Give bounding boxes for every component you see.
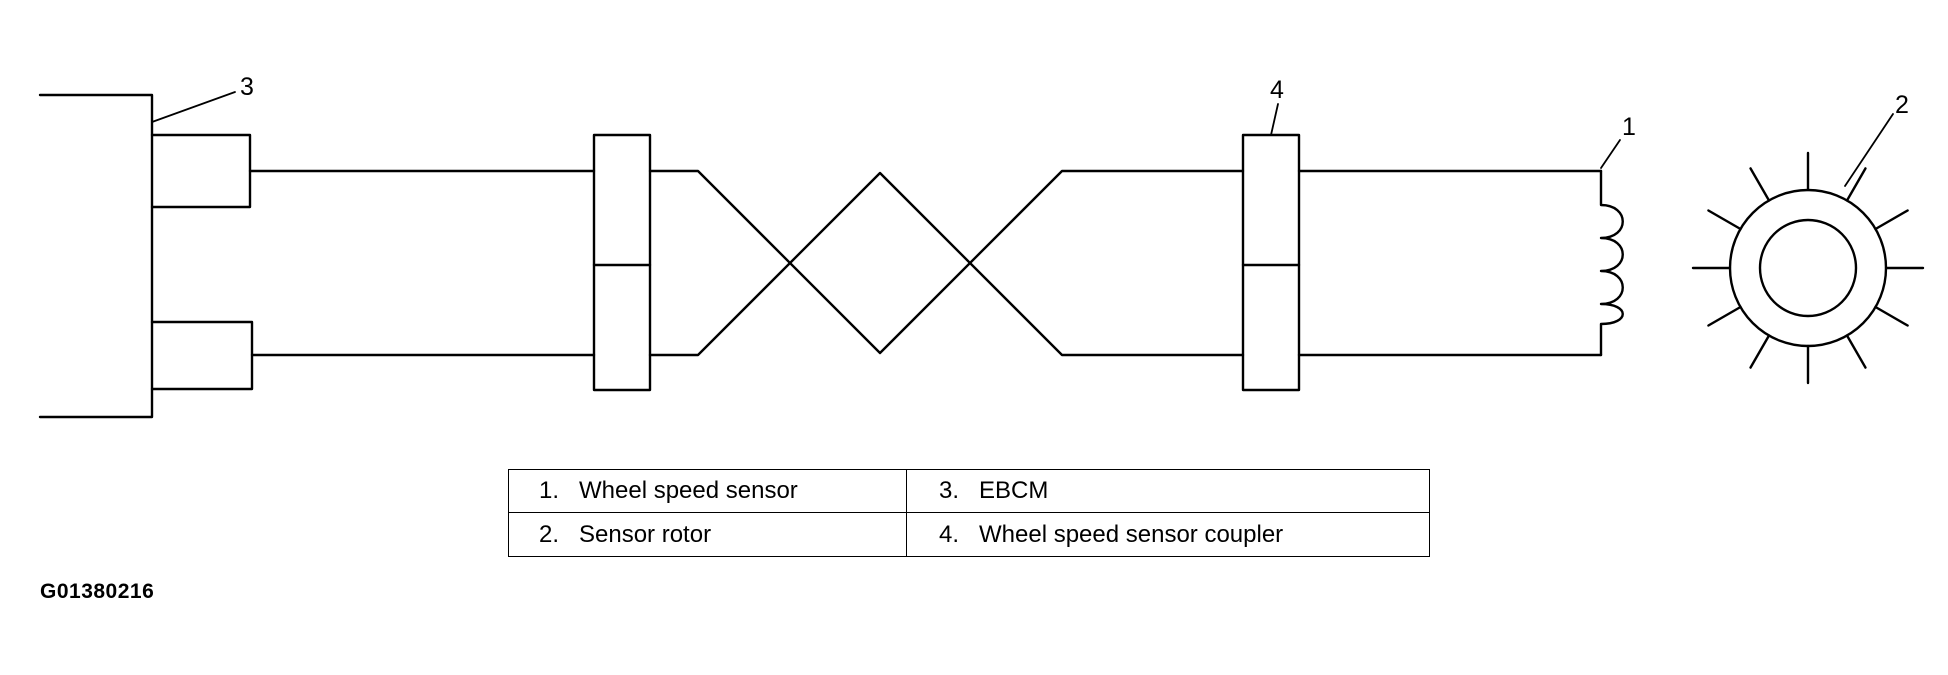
rotor-tooth: [1874, 305, 1909, 327]
legend-label: EBCM: [979, 477, 1049, 504]
legend-cell: 1. Wheel speed sensor: [509, 470, 907, 513]
harness-wires-right: [1297, 169, 1603, 357]
legend-cell: 3. EBCM: [907, 470, 1429, 513]
legend-table: 1. Wheel speed sensor 3. EBCM 2. Sensor …: [508, 469, 1430, 557]
legend-number: 2.: [539, 520, 560, 548]
rotor-tooth: [1845, 167, 1867, 202]
legend-label: Wheel speed sensor coupler: [979, 520, 1284, 548]
legend-cell: 2. Sensor rotor: [509, 513, 907, 556]
legend-cell: 4. Wheel speed sensor coupler: [907, 513, 1429, 556]
ebcm-side-coupler: [592, 133, 652, 392]
callout-wheel-speed-sensor: 1: [1622, 113, 1636, 141]
rotor-tooth: [1707, 209, 1742, 231]
legend-number: 3.: [939, 477, 960, 504]
callout-leaders: [151, 91, 1894, 187]
figure-id: G01380216: [40, 580, 155, 603]
legend-number: 4.: [939, 520, 960, 548]
harness-wires-left: [248, 169, 596, 357]
callout-coupler: 4: [1270, 76, 1284, 104]
callout-sensor-rotor: 2: [1895, 91, 1909, 119]
rotor-tooth: [1874, 209, 1909, 231]
rotor-tooth: [1749, 334, 1771, 369]
twisted-pair-wires: [648, 169, 1245, 357]
wheel-speed-sensor-coupler: [1241, 133, 1301, 392]
rotor-tooth: [1707, 305, 1742, 327]
ebcm-module: [38, 93, 254, 419]
legend-label: Wheel speed sensor: [579, 477, 798, 504]
sensor-rotor: [1691, 151, 1925, 385]
legend-number: 1.: [539, 477, 560, 504]
callout-ebcm: 3: [240, 73, 254, 101]
rotor-tooth: [1749, 167, 1771, 202]
rotor-tooth: [1845, 334, 1867, 369]
legend-label: Sensor rotor: [579, 520, 712, 548]
wheel-speed-sensor-coil: [1599, 169, 1624, 357]
